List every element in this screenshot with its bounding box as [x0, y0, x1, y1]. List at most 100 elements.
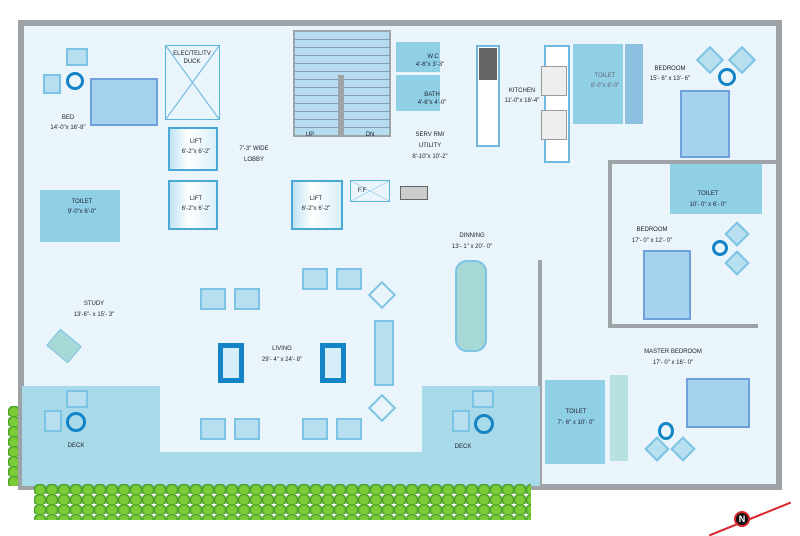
- utility-dims: 8'-10"x 10'-2": [412, 154, 448, 160]
- sofa-chair: [302, 268, 328, 290]
- sofa: [374, 320, 394, 386]
- lift-3: [291, 180, 343, 230]
- toilet-right-label: TOILET: [697, 191, 719, 197]
- elec-duct: [165, 45, 220, 120]
- fire-shaft: [350, 180, 390, 202]
- room-toilet-right: [670, 164, 762, 214]
- kitchen-dims: 11'-0"x 18'-4": [504, 98, 540, 104]
- toilet-master-dims: 7'- 6" x 10'- 0": [557, 420, 595, 426]
- utility-label-2: UTILITY: [418, 143, 442, 149]
- armchair: [66, 390, 88, 408]
- armchair: [452, 410, 470, 432]
- armchair: [44, 410, 62, 432]
- deck-left-label: DECK: [67, 443, 85, 449]
- dining-table: [455, 260, 487, 352]
- wc-label: W.C: [427, 54, 439, 60]
- stair-dn-label: DN: [365, 132, 375, 138]
- lift-3-label: LIFT: [309, 196, 323, 202]
- dresser: [610, 375, 628, 461]
- lobby-label-2: LOBBY: [243, 157, 265, 163]
- room-toilet-small: [573, 44, 623, 124]
- side-table-icon: [66, 412, 86, 432]
- north-arrow-line: [708, 501, 792, 536]
- study-dims: 13'-6"- x 15'- 3": [73, 312, 115, 318]
- toilet-right-dims: 10'- 0" x 6'- 0": [689, 202, 727, 208]
- kitchen-counter-right: [544, 45, 570, 163]
- sofa-chair: [336, 418, 362, 440]
- lobby-label: 7'-3" WIDE: [239, 146, 269, 152]
- wall: [608, 324, 758, 328]
- dining-label: DINNING: [459, 233, 485, 239]
- room-wc: [396, 42, 440, 72]
- stair-up-label: UP: [305, 132, 315, 138]
- bedroom-2-label: BEDROOM: [636, 227, 668, 233]
- toilet-left-label: TOILET: [71, 199, 93, 205]
- duct-label: ELEC/TEL/TV: [173, 51, 211, 57]
- side-table-icon: [66, 72, 84, 90]
- bed-furniture: [643, 250, 691, 320]
- sofa-chair: [200, 418, 226, 440]
- lift-1-dims: 6'-2"x 6'-2": [181, 149, 211, 155]
- lift-2-label: LIFT: [189, 196, 203, 202]
- room-toilet-master: [545, 380, 605, 464]
- ff-label: F.F: [357, 188, 367, 194]
- side-table-icon: [712, 240, 728, 256]
- bed-furniture: [680, 90, 730, 158]
- toilet-master-label: TOILET: [565, 409, 587, 415]
- coffee-table: [218, 343, 244, 383]
- bedroom-1-dims: 15'- 6" x 13'- 6": [649, 76, 691, 82]
- lift-1-label: LIFT: [189, 139, 203, 145]
- hedge-plants: [8, 406, 18, 486]
- side-table-icon: [718, 68, 736, 86]
- utility-label: SERV RM/: [415, 132, 445, 138]
- stove-icon: [541, 66, 567, 96]
- coffee-table: [320, 343, 346, 383]
- bath-dims: 4'-6"x 4'-0": [417, 100, 447, 106]
- armchair: [43, 74, 61, 94]
- hedge-plants: [34, 484, 531, 520]
- kitchen-sink: [479, 48, 497, 80]
- bath-label: BATH: [424, 92, 440, 98]
- sofa-chair: [234, 288, 260, 310]
- bedroom-1-label: BEDROOM: [654, 66, 686, 72]
- sofa-chair: [200, 288, 226, 310]
- toilet-small-label: TOILET: [594, 73, 616, 79]
- utility-sink: [400, 186, 428, 200]
- wall: [608, 160, 778, 164]
- room-bed-label: BED: [61, 115, 75, 121]
- living-label: LIVING: [272, 346, 292, 352]
- stove-icon: [541, 110, 567, 140]
- master-label: MASTER BEDROOM: [644, 349, 702, 355]
- armchair: [66, 48, 88, 66]
- kitchen-label: KITCHEN: [508, 88, 536, 94]
- bed-furniture: [90, 78, 158, 126]
- lift-2-dims: 6'-2"x 6'-2": [181, 206, 211, 212]
- dining-dims: 13'- 1" x 20'- 0": [451, 244, 493, 250]
- side-table-icon: [658, 422, 674, 440]
- lift-1: [168, 127, 218, 171]
- room-toilet-left: [40, 190, 120, 242]
- duct-label-2: DUCK: [183, 59, 201, 65]
- room-bed-dims: 14'-0"x 16'-8": [50, 125, 86, 131]
- room-bath: [396, 75, 440, 111]
- wc-dims: 4'-6"x 3'-3": [415, 62, 445, 68]
- sofa-chair: [336, 268, 362, 290]
- toilet-left-dims: 9'-0"x 6'-0": [67, 209, 97, 215]
- wall: [538, 260, 542, 490]
- side-table-icon: [474, 414, 494, 434]
- living-dims: 29'- 4" x 24'- 8": [261, 357, 303, 363]
- master-dims: 17'- 0" x 16'- 0": [652, 360, 694, 366]
- lift-2: [168, 180, 218, 230]
- lift-3-dims: 6'-2"x 6'-2": [301, 206, 331, 212]
- bedroom-2-dims: 17'- 0" x 12'- 0": [631, 238, 673, 244]
- study-label: STUDY: [83, 301, 105, 307]
- stair-divider: [338, 75, 344, 135]
- sofa-chair: [302, 418, 328, 440]
- bed-furniture: [686, 378, 750, 428]
- compass-icon: N: [734, 511, 750, 527]
- wall: [608, 160, 612, 328]
- deck-right-label: DECK: [454, 444, 472, 450]
- sofa-chair: [234, 418, 260, 440]
- armchair: [472, 390, 494, 408]
